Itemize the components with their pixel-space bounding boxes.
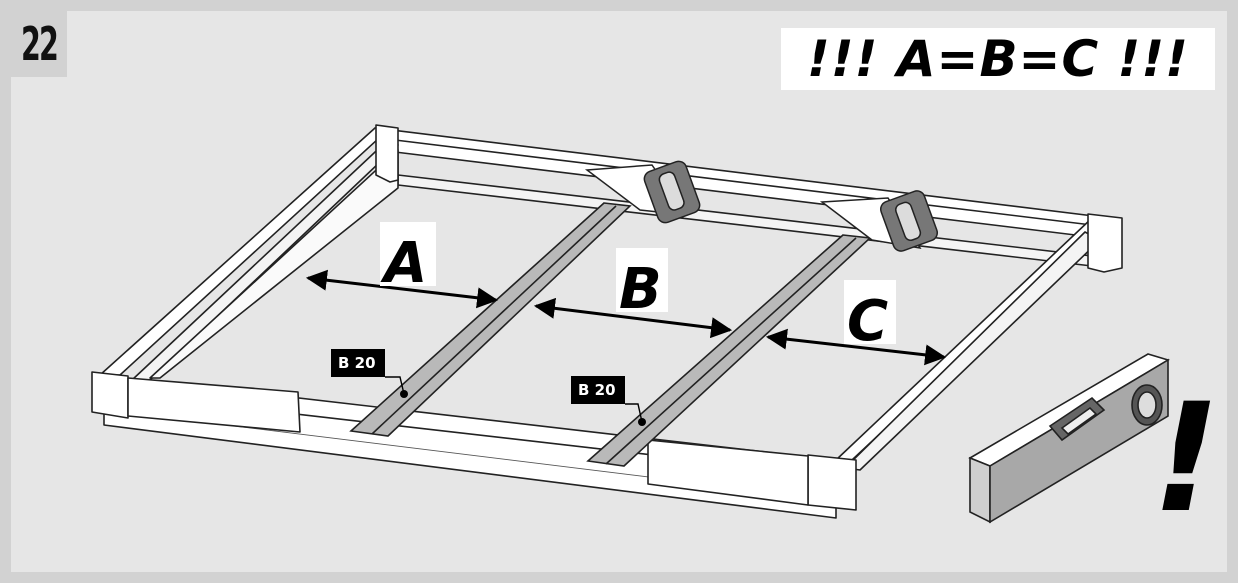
dimension-arrows	[305, 269, 947, 366]
arrow-c	[765, 328, 947, 366]
dimension-label-c: C	[847, 289, 888, 354]
rule-text: !!! A=B=C !!!	[807, 30, 1189, 88]
dimension-labels: A B C	[380, 222, 896, 354]
step-number: 22	[21, 17, 59, 71]
equal-spacing-rule: !!! A=B=C !!!	[781, 28, 1215, 90]
part-label: B 20	[338, 354, 376, 372]
dimension-label-a: A	[380, 231, 427, 296]
slat-left	[349, 202, 632, 437]
tape-measure-icon	[819, 190, 939, 252]
part-label: B 20	[578, 381, 616, 399]
bed-frame	[91, 124, 1123, 519]
arrow-a	[305, 269, 499, 309]
warning-exclamation: !	[1152, 372, 1220, 546]
slat-right	[586, 234, 872, 467]
arrow-b	[533, 297, 733, 339]
part-tag-left: B 20	[331, 349, 408, 398]
step-number-box: 22	[11, 11, 67, 77]
part-tag-right: B 20	[571, 376, 646, 426]
spirit-level-icon	[968, 353, 1170, 524]
dimension-label-b: B	[619, 257, 662, 322]
tape-measure-icon	[584, 160, 701, 224]
